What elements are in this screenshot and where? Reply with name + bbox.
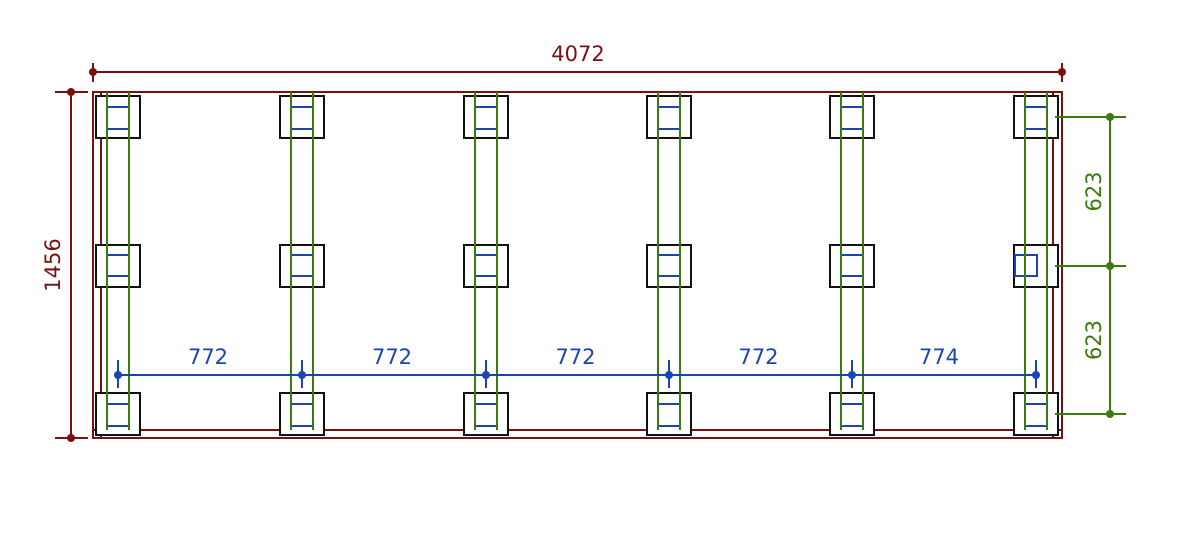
pier-footing	[463, 95, 509, 139]
pier-footing	[646, 95, 692, 139]
pier-footing	[279, 95, 325, 139]
dimensions: 4072 1456 772 772 772 772 774 623 623	[41, 42, 1126, 442]
overall-width-label: 1456	[41, 238, 65, 291]
column-spacing-label: 772	[372, 345, 412, 369]
pier-footing	[463, 244, 509, 288]
outer-frame	[92, 91, 1063, 439]
pier-footing	[1013, 95, 1059, 139]
pier-footing	[279, 392, 325, 436]
dim-dot	[67, 434, 75, 442]
piers	[95, 95, 1059, 436]
pier-footing	[95, 95, 141, 139]
dim-dot	[298, 371, 306, 379]
column-spacing-label: 772	[188, 345, 228, 369]
pier-footing	[95, 392, 141, 436]
row-spacing-label: 623	[1082, 320, 1106, 360]
overall-length-label: 4072	[551, 42, 604, 66]
pier-footing	[646, 392, 692, 436]
column-spacing-label: 774	[919, 345, 959, 369]
dim-dot	[1058, 68, 1066, 76]
column-spacing-label: 772	[555, 345, 595, 369]
dim-dot	[665, 371, 673, 379]
pier-footing	[95, 244, 141, 288]
dim-dot	[114, 371, 122, 379]
pier-footing	[829, 244, 875, 288]
pier-footing	[646, 244, 692, 288]
row-spacing-label: 623	[1082, 171, 1106, 211]
pier-footing	[829, 392, 875, 436]
dim-dot	[89, 68, 97, 76]
dim-dot	[1032, 371, 1040, 379]
dim-dot	[1106, 262, 1114, 270]
dim-dot	[482, 371, 490, 379]
dim-dot	[1106, 410, 1114, 418]
pier-footing	[829, 95, 875, 139]
pier-footing	[1013, 392, 1059, 436]
column-spacing-label: 772	[738, 345, 778, 369]
beams	[106, 92, 1048, 430]
pier-footing	[463, 392, 509, 436]
dim-dot	[848, 371, 856, 379]
frame-outline	[92, 91, 1063, 439]
pier-footing	[279, 244, 325, 288]
dim-dot	[67, 88, 75, 96]
dim-dot	[1106, 113, 1114, 121]
